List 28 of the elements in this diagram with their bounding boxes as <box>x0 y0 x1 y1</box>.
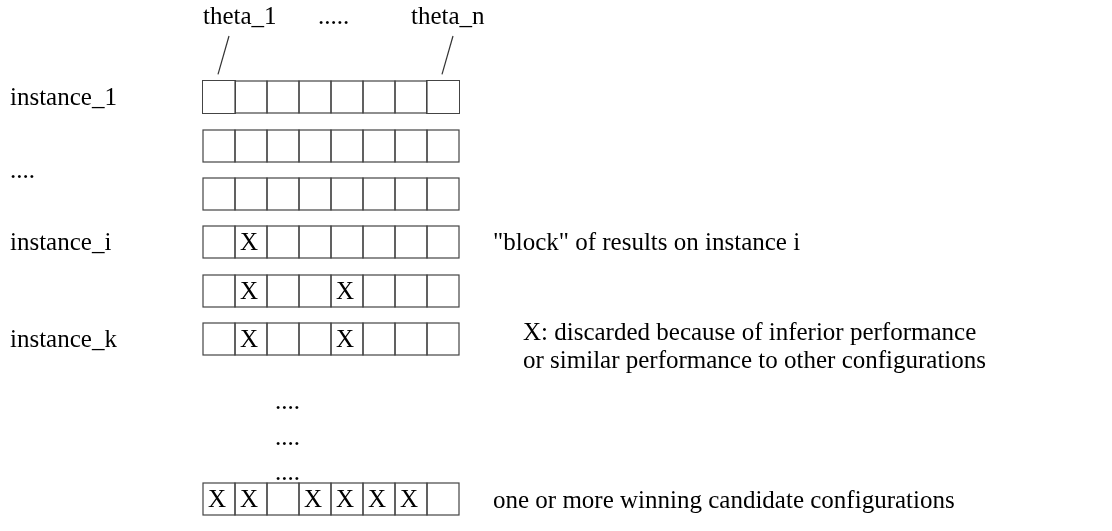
grid-cell <box>426 80 460 114</box>
cell-mark: X <box>240 277 259 305</box>
note-text: X: discarded because of inferior performance or similar performance to other configurations <box>523 318 988 374</box>
row-label: instance_k <box>10 325 117 353</box>
column-label: theta_1 <box>203 2 277 30</box>
ellipsis: .... <box>275 458 300 486</box>
ellipsis: ..... <box>318 2 350 30</box>
ellipsis: .... <box>275 387 300 415</box>
cell-mark: X <box>208 485 227 513</box>
leader-line <box>441 35 454 75</box>
column-label: theta_n <box>411 2 485 30</box>
ellipsis: .... <box>275 423 300 451</box>
row-label: instance_1 <box>10 83 117 111</box>
row-label: instance_i <box>10 228 112 256</box>
note-text: one or more winning candidate configurations <box>493 486 955 514</box>
grid-cell <box>202 80 236 114</box>
cell-mark: X <box>368 485 387 513</box>
cell-mark: X <box>240 485 259 513</box>
cell-mark: X <box>336 485 355 513</box>
cell-mark: X <box>400 485 419 513</box>
cell-mark: X <box>304 485 323 513</box>
cell-mark: X <box>240 325 259 353</box>
ellipsis: .... <box>10 156 35 184</box>
leader-line <box>217 35 230 75</box>
cell-mark: X <box>240 228 259 256</box>
cell-mark: X <box>336 325 355 353</box>
cell-mark: X <box>336 277 355 305</box>
note-text: "block" of results on instance i <box>493 228 801 256</box>
